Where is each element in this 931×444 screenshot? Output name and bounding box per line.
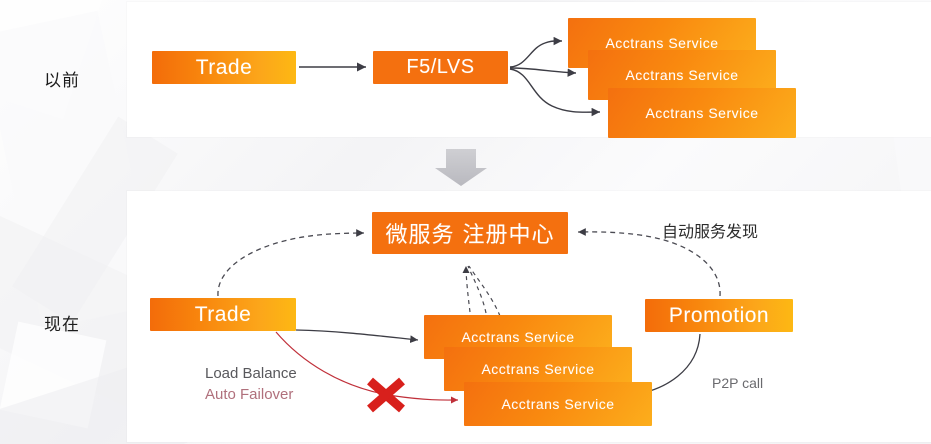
node-acctrans-service-current-3[interactable]: Acctrans Service <box>464 382 652 426</box>
era-label-after: 现在 <box>44 315 80 335</box>
node-acctrans-service-legacy-3-label: Acctrans Service <box>645 105 759 121</box>
annotation-service-discovery: 自动服务发现 <box>662 222 759 241</box>
node-f5-lvs[interactable]: F5/LVS <box>373 51 508 84</box>
node-trade-legacy[interactable]: Trade <box>152 51 296 84</box>
node-trade-current[interactable]: Trade <box>150 298 296 331</box>
node-acctrans-service-legacy-3[interactable]: Acctrans Service <box>608 88 796 138</box>
node-promotion-label: Promotion <box>668 303 770 327</box>
node-acctrans-service-current-3-label: Acctrans Service <box>501 396 615 412</box>
node-microservice-registry-label: 微服务 注册中心 <box>385 223 555 248</box>
node-f5-lvs-label: F5/LVS <box>406 56 475 78</box>
node-acctrans-service-legacy-1-label: Acctrans Service <box>605 35 719 51</box>
node-microservice-registry[interactable]: 微服务 注册中心 <box>372 212 568 254</box>
node-promotion[interactable]: Promotion <box>645 299 793 332</box>
node-trade-legacy-label: Trade <box>195 55 253 79</box>
node-acctrans-service-current-2-label: Acctrans Service <box>481 361 595 377</box>
node-acctrans-service-current-1-label: Acctrans Service <box>461 329 575 345</box>
node-trade-current-label: Trade <box>194 302 252 326</box>
node-acctrans-service-legacy-2-label: Acctrans Service <box>625 67 739 83</box>
annotation-p2p-call: P2P call <box>712 375 764 391</box>
annotation-load-balance: Load Balance <box>205 365 297 382</box>
era-label-before: 以前 <box>44 71 80 91</box>
annotation-auto-failover: Auto Failover <box>205 386 294 403</box>
